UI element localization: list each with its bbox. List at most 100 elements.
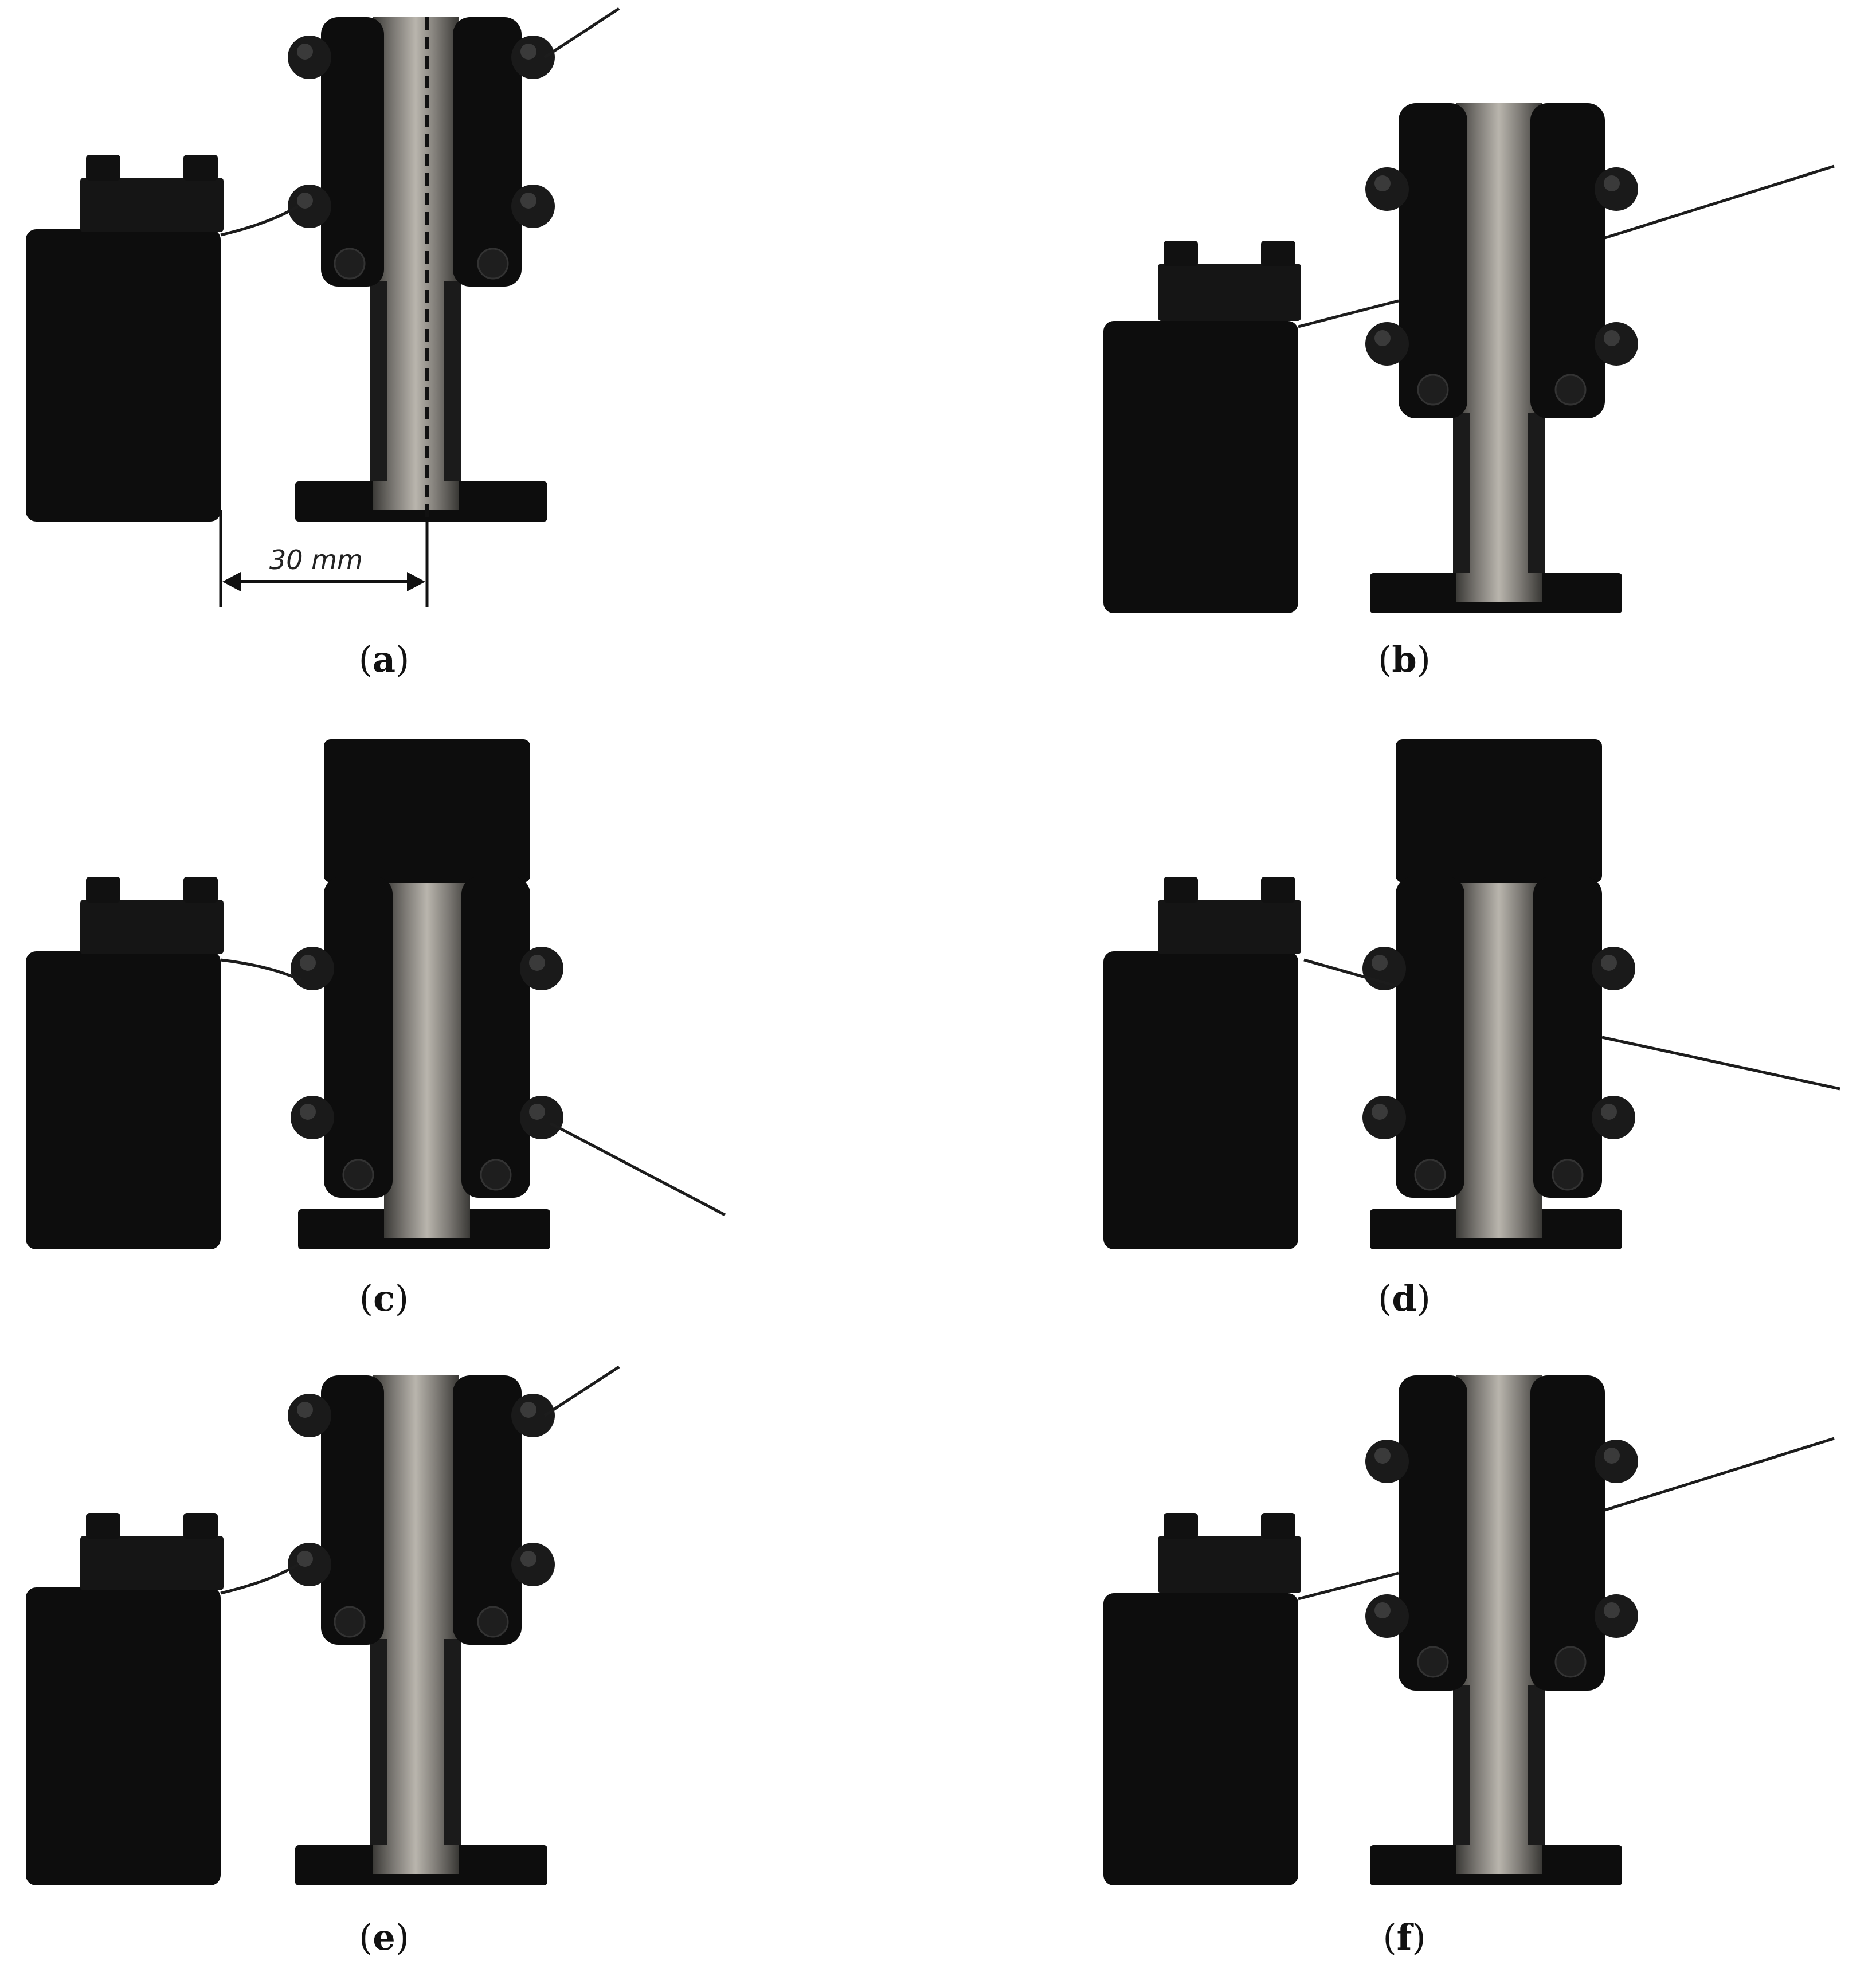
wire-left-segment [220, 205, 299, 237]
mount-rail-right [444, 281, 461, 481]
cap-nub-left [86, 1513, 120, 1539]
left-block [1103, 951, 1298, 1249]
caption-e: (e) [359, 1916, 409, 1958]
wire-right-segment [1604, 1437, 1835, 1512]
knob-upper-right-highlight [520, 44, 536, 60]
bolt-left [1417, 1646, 1449, 1678]
wire-right-segment [549, 1122, 726, 1217]
knob-lower-left-highlight [297, 193, 313, 209]
bolt-right [477, 1606, 509, 1638]
cap-nub-right [183, 1513, 218, 1539]
panel-c-fixture [26, 739, 726, 1249]
left-block [26, 951, 221, 1249]
mount-rail-left [370, 281, 387, 481]
bolt-right [1554, 374, 1587, 406]
knob-upper-left-highlight [297, 44, 313, 60]
left-block [1103, 321, 1298, 613]
cap-nub-left [1164, 877, 1198, 903]
bolt-left [1414, 1159, 1446, 1191]
bolt-left [334, 248, 366, 280]
cap-nub-right [1261, 241, 1295, 266]
knob-lower-right-highlight [1604, 330, 1620, 346]
knob-lower-right-highlight [1601, 1104, 1617, 1120]
bolt-left [1417, 374, 1449, 406]
cap-nub-right [183, 877, 218, 903]
knob-upper-left-highlight [1374, 175, 1391, 191]
clamp-right-plate [453, 1375, 522, 1645]
mount-rail-right [1528, 413, 1545, 573]
caption-d: (d) [1378, 1277, 1431, 1319]
wire-left-segment [1298, 1571, 1399, 1601]
mount-rail-right [444, 1639, 461, 1845]
caption-b: (b) [1378, 638, 1431, 680]
panel-c-photo [26, 739, 726, 1249]
panel-e-fixture [26, 1365, 620, 1885]
knob-lower-right-highlight [520, 193, 536, 209]
mount-rail-right [1528, 1685, 1545, 1845]
dimension-arrowhead-right [407, 572, 425, 591]
clamp-right-plate [1530, 1375, 1605, 1691]
knob-upper-left-highlight [1374, 1448, 1391, 1464]
bolt-left [342, 1159, 374, 1191]
upper-housing [1396, 739, 1602, 883]
steel-column [1456, 865, 1542, 1238]
panel-d-fixture [1103, 739, 1840, 1249]
clamp-left-plate [321, 17, 384, 287]
wire-right-segment [543, 1365, 620, 1417]
panel-a-fixture [26, 7, 620, 607]
steel-column [384, 865, 470, 1238]
knob-lower-right-highlight [1604, 1602, 1620, 1618]
cap-nub-right [1261, 877, 1295, 903]
knob-upper-right-highlight [529, 955, 545, 971]
clamp-left-plate [1399, 1375, 1467, 1691]
clamp-left-plate [1399, 103, 1467, 418]
knob-upper-right-highlight [520, 1402, 536, 1418]
knob-lower-right-highlight [529, 1104, 545, 1120]
panel-f-photo [1103, 1375, 1835, 1885]
panel-d-photo [1103, 739, 1840, 1249]
knob-lower-right-highlight [520, 1551, 536, 1567]
caption-c: (c) [359, 1277, 409, 1319]
upper-housing [324, 739, 530, 883]
knob-upper-left-highlight [300, 955, 316, 971]
block-cap [80, 900, 224, 954]
knob-lower-left-highlight [1374, 1602, 1391, 1618]
knob-upper-right-highlight [1604, 1448, 1620, 1464]
panel-a-photo [26, 7, 620, 607]
panel-e-photo [26, 1365, 620, 1885]
knob-lower-left-highlight [300, 1104, 316, 1120]
knob-lower-left-highlight [297, 1551, 313, 1567]
cap-nub-right [1261, 1513, 1295, 1539]
block-cap [1158, 900, 1301, 954]
block-cap [80, 178, 224, 232]
clamp-right-plate [1533, 877, 1602, 1198]
dimension-arrowhead-left [222, 572, 241, 591]
knob-upper-right-highlight [1604, 175, 1620, 191]
bolt-right [480, 1159, 512, 1191]
wire-left-segment [220, 958, 302, 982]
knob-upper-right-highlight [1601, 955, 1617, 971]
block-cap [80, 1536, 224, 1590]
panel-b-photo [1103, 103, 1835, 613]
cap-nub-left [86, 155, 120, 181]
knob-upper-left-highlight [1372, 955, 1388, 971]
clamp-right-plate [461, 877, 530, 1198]
knob-lower-left-highlight [1374, 330, 1391, 346]
mount-rail-left [1453, 413, 1470, 573]
cap-nub-right [183, 155, 218, 181]
left-block [26, 1587, 221, 1885]
bolt-right [1554, 1646, 1587, 1678]
mount-rail-left [370, 1639, 387, 1845]
caption-f: (f) [1382, 1916, 1426, 1958]
clamp-left-plate [324, 877, 393, 1198]
wire-left-segment [1303, 958, 1396, 987]
panel-b-fixture [1103, 103, 1835, 613]
clamp-right-plate [1530, 103, 1605, 418]
clamp-left-plate [1396, 877, 1464, 1198]
left-block [26, 229, 221, 522]
clamp-right-plate [453, 17, 522, 287]
panel-f-fixture [1103, 1375, 1835, 1885]
cap-nub-left [1164, 1513, 1198, 1539]
cap-nub-left [86, 877, 120, 903]
